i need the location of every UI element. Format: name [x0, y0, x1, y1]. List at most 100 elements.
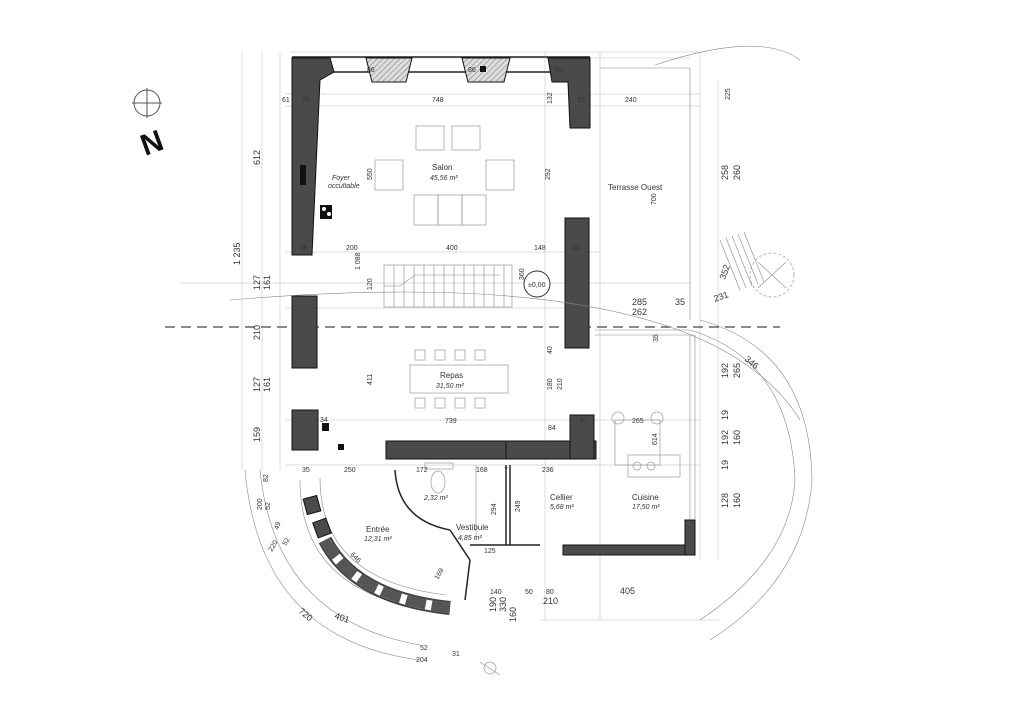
level-marker-text: ±0,00 [528, 282, 546, 289]
dim-label: 160 [508, 607, 518, 622]
room-terrasse-name: Terrasse Ouest [608, 183, 663, 192]
dim-label: 86 [572, 245, 580, 252]
dim-label: 550 [367, 168, 374, 180]
dim-label: 25 [302, 97, 310, 104]
dim-label: 210 [557, 378, 564, 390]
dim-label: 401 [333, 610, 351, 625]
vestibule-walls [394, 465, 540, 601]
dim-label: 35 [675, 297, 685, 307]
dim-label: 190 [488, 597, 498, 612]
dim-label: 128 [720, 493, 730, 508]
room-cuisine-name: Cuisine [632, 493, 659, 502]
foyer-label-1: Foyer [332, 175, 351, 182]
tree-symbol [749, 252, 795, 298]
dim-label: 168 [476, 467, 488, 474]
room-labels: Salon 45,56 m² Terrasse Ouest Repas 31,5… [328, 163, 663, 543]
exterior-steps [719, 231, 765, 291]
dim-label: 204 [416, 657, 428, 664]
staircase [383, 264, 513, 308]
dim-label: 265 [632, 418, 644, 425]
dim-label: 35 [653, 334, 660, 342]
dim-label: 292 [545, 168, 552, 180]
dim-label: 161 [262, 275, 272, 290]
dim-label: 249 [515, 500, 522, 512]
dim-label: 86 [300, 245, 308, 252]
room-cuisine-area: 17,50 m² [632, 504, 660, 511]
dim-label: 250 [344, 467, 356, 474]
dim-label: 231 [712, 289, 730, 304]
dim-label: 258 [720, 165, 730, 180]
dim-label: 400 [446, 245, 458, 252]
dim-label: 49 [273, 521, 282, 531]
dim-label: 180 [547, 378, 554, 390]
dim-label: 169 [434, 567, 446, 581]
dim-label: 34 [320, 417, 328, 424]
dim-label: 748 [432, 97, 444, 104]
dim-label: 352 [717, 263, 732, 281]
entree-curved-wall [299, 477, 451, 615]
room-wc-area: 2,32 m² [423, 495, 448, 502]
room-repas-area: 31,50 m² [436, 383, 464, 390]
dim-label: 294 [491, 503, 498, 515]
dim-label: 200 [257, 498, 264, 510]
dim-label: 148 [534, 245, 546, 252]
dim-label: 200 [346, 245, 358, 252]
dim-label: 82 [263, 474, 270, 482]
dim-label: 360 [519, 268, 526, 280]
dim-label: 160 [732, 493, 742, 508]
dim-label: 330 [498, 597, 508, 612]
dim-label: 159 [252, 427, 262, 442]
cuisine-furniture [611, 411, 681, 478]
dim-label: 61 [578, 97, 586, 104]
dim-label: 52 [282, 537, 292, 547]
dim-label: 120 [367, 278, 374, 290]
dim-label: 61 [580, 418, 588, 425]
dim-label: 86 [367, 67, 375, 74]
dim-label: 262 [632, 307, 647, 317]
dim-label: 720 [297, 606, 315, 623]
dim-label: 80 [546, 589, 554, 596]
room-salon-area: 45,56 m² [430, 175, 458, 182]
dim-label: 192 [720, 430, 730, 445]
room-salon-name: Salon [432, 163, 452, 172]
dim-label: 19 [720, 460, 730, 470]
north-label: N [136, 124, 168, 162]
room-vestibule-area: 4,85 m² [458, 535, 482, 542]
dim-label: 86 [468, 67, 476, 74]
exterior-walls [291, 56, 696, 556]
dim-label: 7 [504, 467, 508, 474]
dim-label: 285 [632, 297, 647, 307]
dim-label: 612 [252, 150, 262, 165]
dim-label: 346 [743, 354, 761, 371]
dim-label: 161 [262, 377, 272, 392]
dim-label: 700 [651, 193, 658, 205]
dim-label: 411 [367, 374, 374, 385]
dim-label: 1 088 [355, 252, 362, 270]
dim-label: 160 [732, 430, 742, 445]
dim-label: 405 [620, 586, 635, 596]
dim-label: 19 [720, 410, 730, 420]
dim-label: 140 [490, 589, 502, 596]
room-cellier-area: 5,68 m² [550, 504, 574, 511]
dim-label: 220 [268, 539, 280, 553]
dim-label: 35 [302, 467, 310, 474]
dim-label: 125 [484, 548, 496, 555]
wc-fixtures [424, 462, 454, 494]
north-arrow: N [132, 88, 168, 163]
dim-label: 265 [732, 363, 742, 378]
room-entree-name: Entrée [366, 525, 390, 534]
dim-label: 40 [547, 346, 554, 354]
room-vestibule-name: Vestibule [456, 523, 489, 532]
dim-label: 739 [445, 418, 457, 425]
dim-label: 260 [732, 165, 742, 180]
dim-label: 127 [252, 275, 262, 290]
room-repas-name: Repas [440, 371, 463, 380]
dim-label: 614 [652, 433, 659, 445]
salon-furniture [374, 125, 515, 226]
dimension-labels: 61 25 748 86 86 80 132 61 240 225 612 1 … [232, 67, 761, 664]
dim-label: 1 235 [232, 242, 242, 265]
foyer-label-2: occultable [328, 183, 360, 190]
dim-label: 127 [252, 377, 262, 392]
dim-label: 225 [725, 88, 732, 100]
